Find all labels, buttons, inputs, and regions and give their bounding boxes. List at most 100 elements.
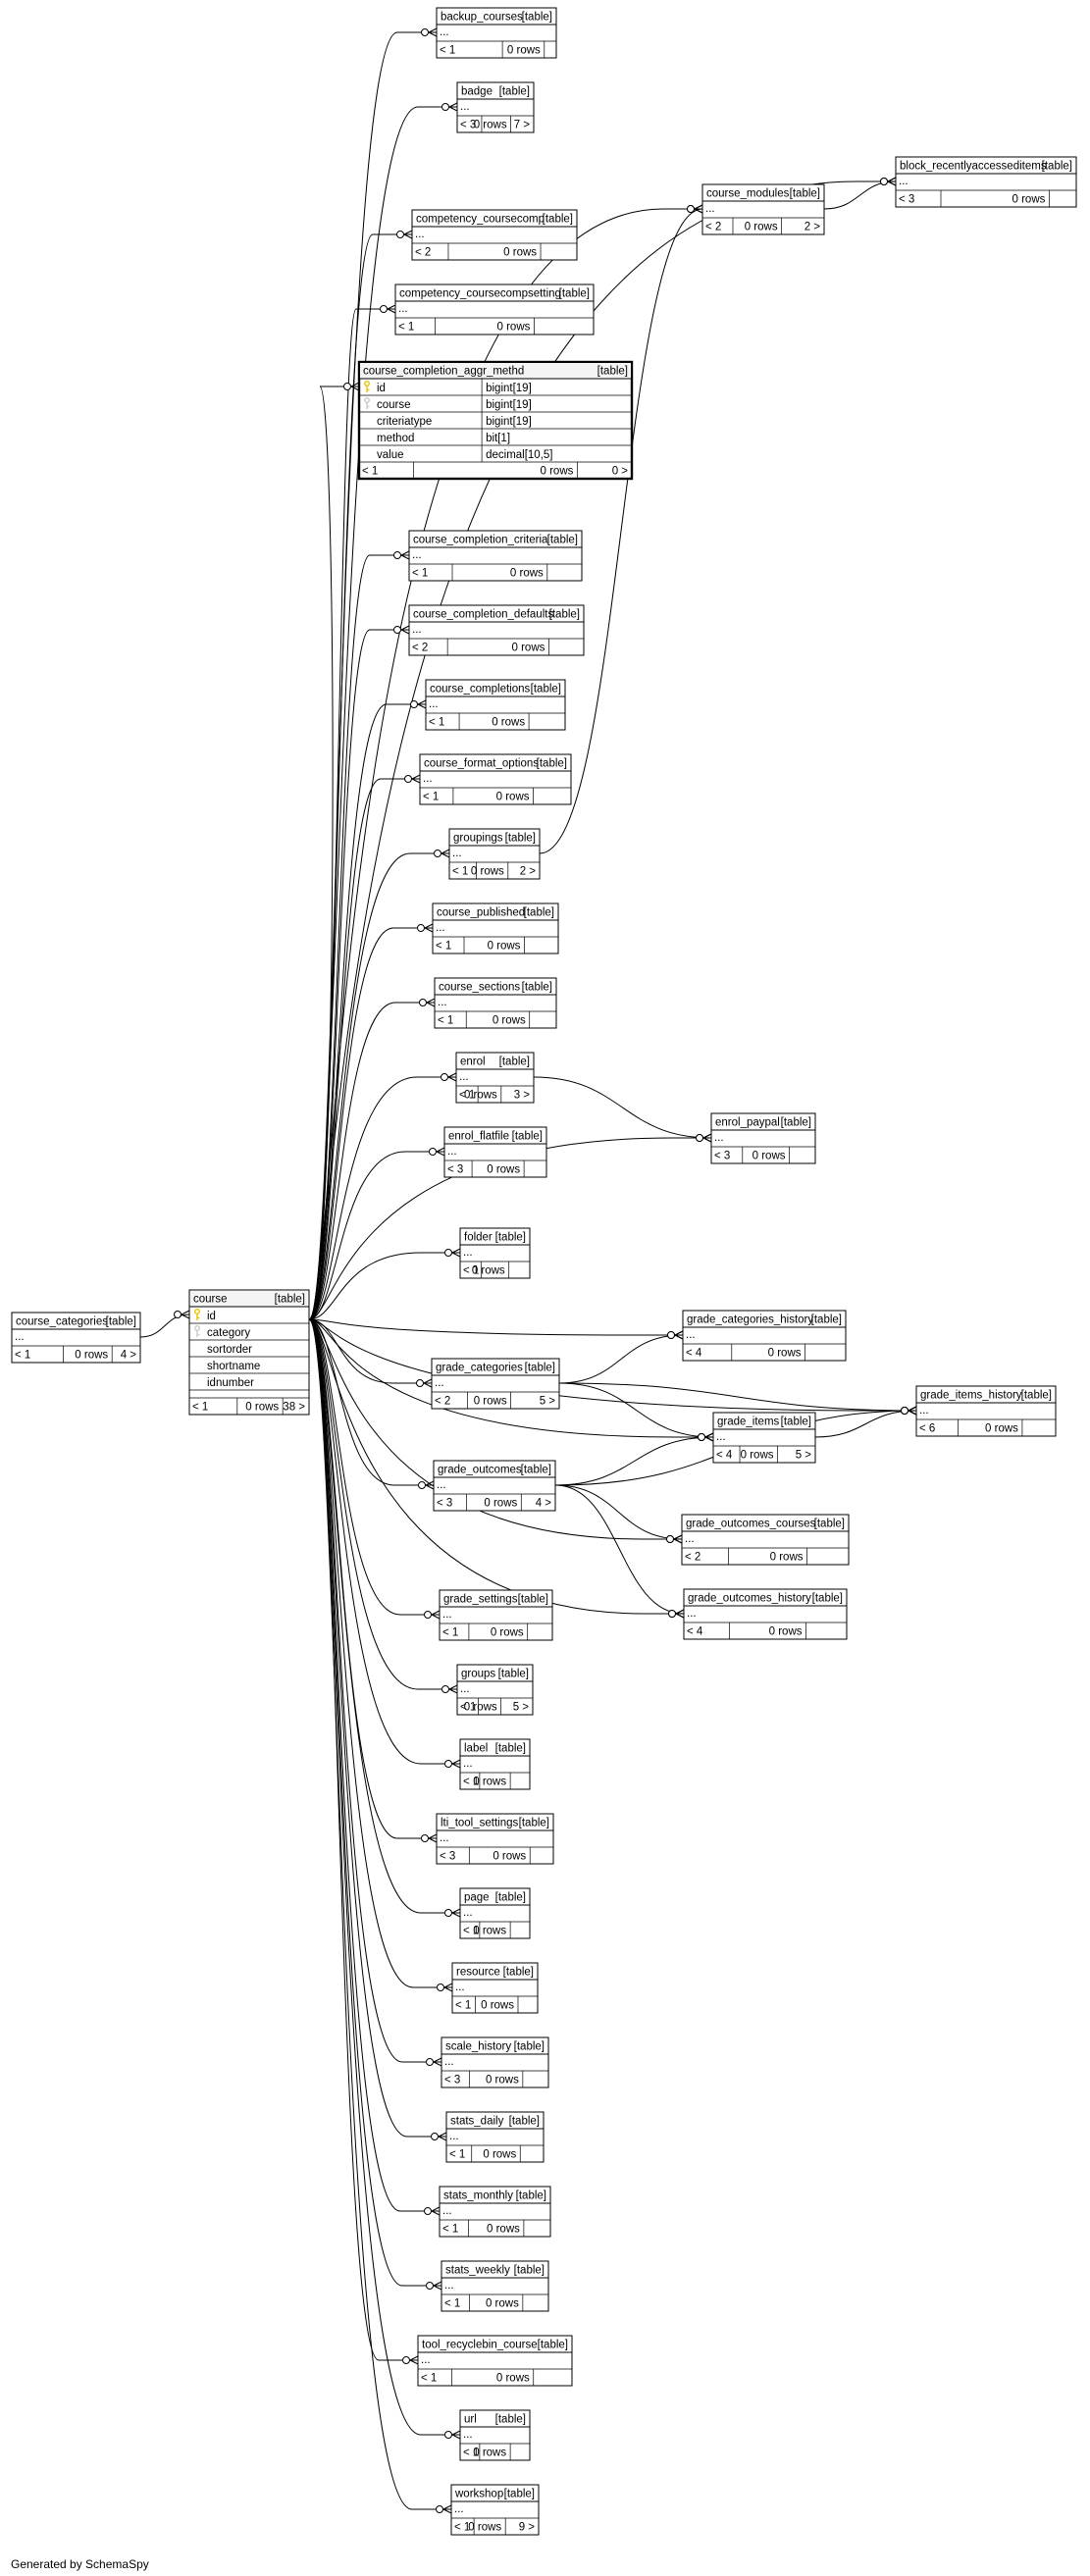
parent-count: < 1 bbox=[412, 568, 428, 580]
table-name: course bbox=[193, 1294, 228, 1306]
row-count: 0 rows bbox=[510, 568, 544, 580]
table-kind: [table] bbox=[275, 1294, 305, 1306]
table-block-recentlyaccesseditems[interactable]: block_recentlyaccesseditems[table]...< 3… bbox=[895, 156, 1077, 208]
child-count: 9 > bbox=[519, 2522, 536, 2534]
table-competency-coursecompsetting[interactable]: competency_coursecompsetting[table]...< … bbox=[394, 283, 595, 335]
table-border bbox=[915, 1385, 1057, 1437]
table-kind: [table] bbox=[509, 2116, 540, 2128]
table-border bbox=[459, 2409, 531, 2461]
relationship-lines bbox=[139, 27, 917, 2514]
crows-foot-marker bbox=[666, 1534, 683, 1544]
table-kind: [table] bbox=[1042, 161, 1072, 173]
crows-foot-marker bbox=[380, 304, 396, 314]
parent-count: < 2 bbox=[412, 643, 428, 654]
crows-foot-marker bbox=[444, 1759, 461, 1769]
crows-foot-marker bbox=[416, 1378, 433, 1388]
table-label[interactable]: label[table]...< 10 rows bbox=[459, 1738, 531, 1790]
columns-ellipsis: ... bbox=[444, 2280, 454, 2292]
table-kind: [table] bbox=[531, 684, 561, 696]
columns-ellipsis: ... bbox=[447, 1146, 457, 1158]
column-course: course bbox=[377, 399, 411, 411]
column-id: id bbox=[377, 383, 386, 394]
columns-ellipsis: ... bbox=[899, 176, 908, 187]
table-name: stats_daily bbox=[450, 2116, 504, 2128]
columns-ellipsis: ... bbox=[444, 2056, 454, 2068]
table-kind: [table] bbox=[504, 2489, 535, 2500]
row-count: 0 rows bbox=[492, 717, 525, 729]
table-border bbox=[431, 1358, 560, 1410]
parent-count: < 1 bbox=[192, 1402, 208, 1414]
table-kind: [table] bbox=[812, 1593, 843, 1605]
table-border bbox=[441, 2036, 549, 2088]
parent-count: < 4 bbox=[687, 1626, 703, 1638]
table-name: grade_settings bbox=[443, 1594, 518, 1606]
table-name: groups bbox=[461, 1669, 495, 1680]
table-kind: [table] bbox=[512, 1131, 543, 1143]
parent-count: < 2 bbox=[435, 1396, 450, 1408]
parent-count: < 2 bbox=[415, 247, 431, 259]
columns-ellipsis: ... bbox=[460, 1683, 470, 1695]
crows-foot-marker bbox=[687, 204, 703, 214]
table-folder[interactable]: folder[table]...< 10 rows bbox=[459, 1227, 531, 1279]
relationship-line bbox=[558, 1382, 917, 1412]
parent-count: < 6 bbox=[919, 1423, 935, 1435]
table-name: lti_tool_settings bbox=[441, 1818, 519, 1829]
relationship-line bbox=[823, 180, 897, 210]
columns-ellipsis: ... bbox=[455, 1982, 465, 1993]
parent-count: < 1 bbox=[454, 2522, 470, 2534]
relationship-line bbox=[139, 1314, 190, 1338]
row-count: 0 rows bbox=[512, 643, 545, 654]
row-count: 0 rows bbox=[753, 1151, 786, 1162]
parent-count: < 3 bbox=[437, 1498, 452, 1510]
parent-count: < 3 bbox=[440, 1851, 455, 1863]
parent-count: < 2 bbox=[685, 1552, 701, 1564]
table-url[interactable]: url[table]...< 10 rows bbox=[459, 2409, 531, 2461]
primary-key-icon bbox=[193, 1308, 200, 1320]
columns-ellipsis: ... bbox=[440, 26, 449, 38]
row-count: 0 rows bbox=[507, 45, 541, 57]
table-border bbox=[11, 1312, 141, 1364]
row-count: 0 rows bbox=[483, 2149, 516, 2161]
table-kind: [table] bbox=[781, 1417, 811, 1428]
table-course[interactable]: course[table]idcategorysortordershortnam… bbox=[188, 1289, 310, 1416]
child-count: 0 > bbox=[612, 466, 629, 478]
relationship-line bbox=[308, 1252, 460, 1320]
table-name: course_completion_aggr_methd bbox=[363, 366, 524, 378]
table-page[interactable]: page[table]...< 10 rows bbox=[459, 1887, 531, 1939]
child-count: 7 > bbox=[514, 120, 531, 131]
